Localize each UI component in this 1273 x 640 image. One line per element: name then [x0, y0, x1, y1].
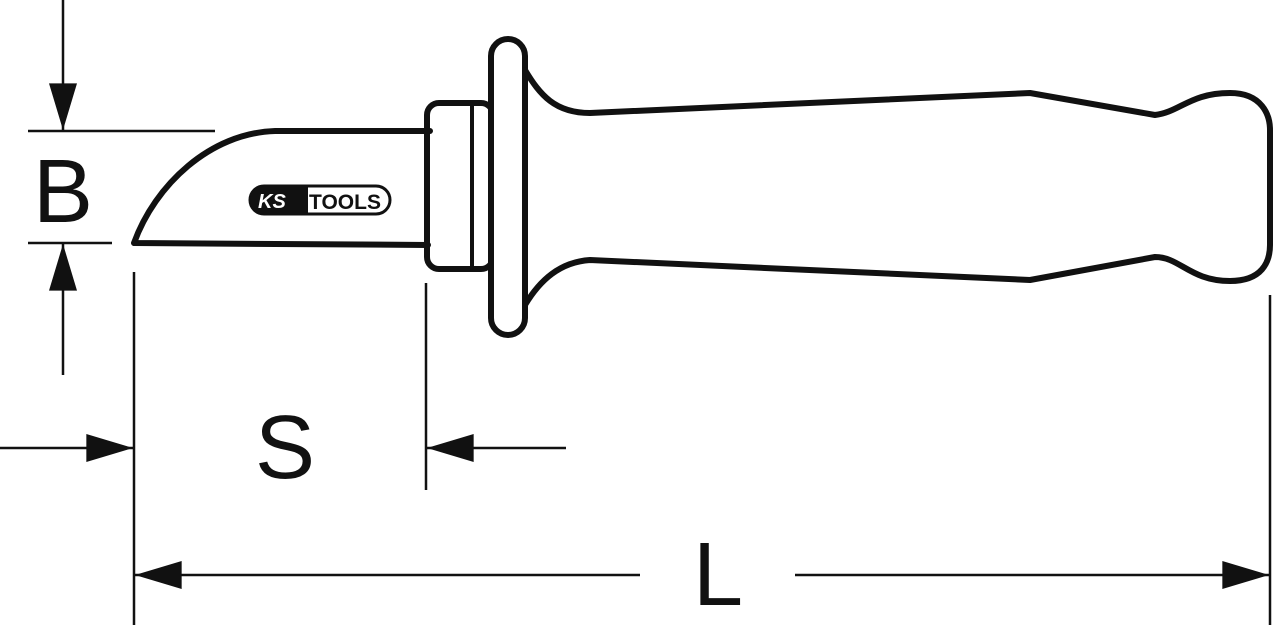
label-l: L [693, 525, 743, 625]
svg-text:KS: KS [258, 191, 286, 213]
collar [424, 100, 496, 272]
blade [131, 128, 433, 248]
label-s: S [255, 398, 315, 498]
handle [522, 67, 1273, 308]
svg-text:TOOLS: TOOLS [309, 191, 381, 214]
label-b: B [33, 142, 93, 242]
guard [488, 36, 528, 338]
ks-tools-logo: KS TOOLS [248, 184, 392, 216]
